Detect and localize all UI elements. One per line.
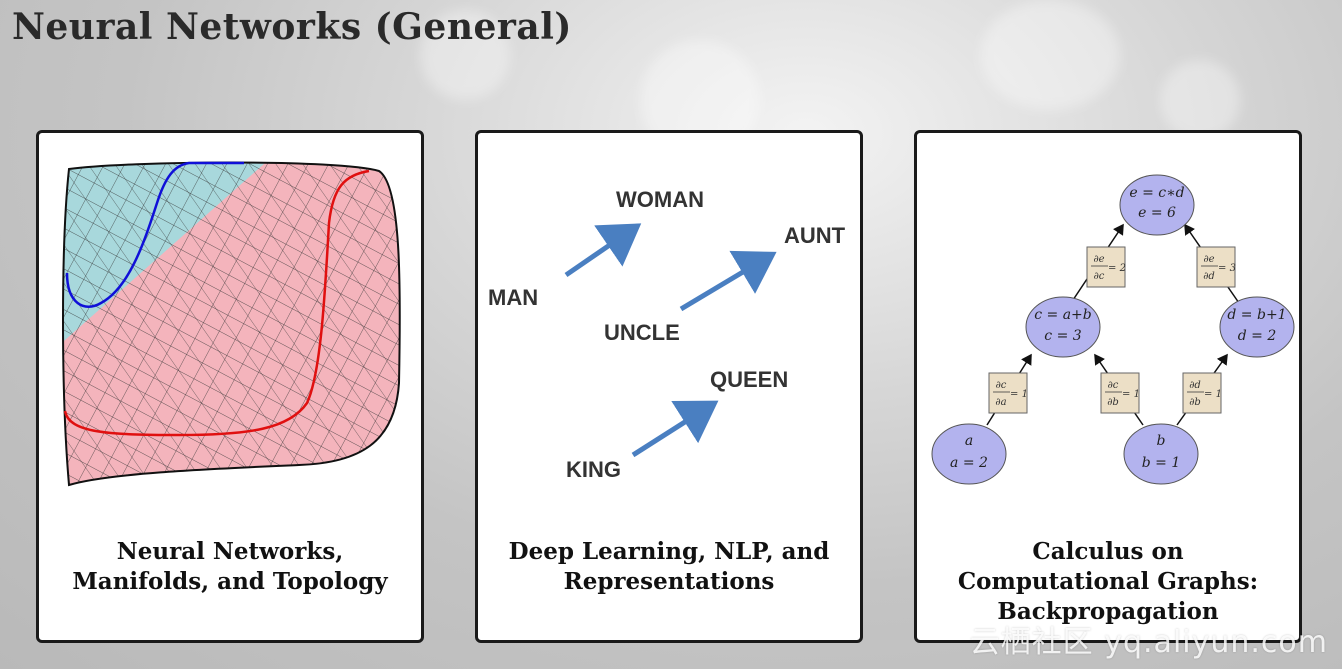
word-embedding-figure [564, 223, 777, 458]
bokeh-light [1160, 60, 1240, 140]
word-queen: QUEEN [710, 367, 789, 392]
card-computational-graph[interactable]: e = c∗d e = 6 c = a+b c = 3 d = b+1 d = … [914, 130, 1302, 643]
slide-title: Neural Networks (General) [12, 6, 572, 48]
node-c-value: c = 3 [1044, 328, 1081, 344]
deriv-c-b: ∂c ∂b = 1 [1100, 372, 1140, 414]
deriv-d-b: ∂d ∂b = 1 [1182, 372, 1222, 414]
caption-line: Manifolds, and Topology [72, 568, 388, 595]
deriv-value: = 3 [1218, 263, 1236, 274]
node-a-value: a = 2 [950, 455, 988, 471]
deriv-value: = 2 [1108, 263, 1126, 274]
caption-line: Computational Graphs: [957, 568, 1259, 595]
word-uncle: UNCLE [604, 320, 680, 345]
caption-line: Backpropagation [997, 598, 1219, 625]
node-e-value: e = 6 [1138, 205, 1176, 221]
node-a: a a = 2 [931, 423, 1007, 485]
card-caption: Neural Networks, Manifolds, and Topology [39, 537, 421, 597]
deriv-den: ∂c [1094, 271, 1105, 282]
node-c-label: c = a+b [1034, 307, 1092, 323]
word-man: MAN [488, 285, 539, 310]
node-d: d = b+1 d = 2 [1219, 296, 1295, 358]
node-b-label: b [1157, 433, 1166, 449]
deriv-den: ∂b [1107, 397, 1119, 408]
deriv-num: ∂c [996, 380, 1007, 391]
word-king: KING [566, 457, 621, 482]
deriv-value: = 1 [1010, 389, 1028, 400]
word-woman: WOMAN [616, 187, 704, 212]
bokeh-light [980, 0, 1120, 110]
deriv-value: = 1 [1122, 389, 1140, 400]
word-aunt: AUNT [784, 223, 846, 248]
deriv-den: ∂a [995, 397, 1006, 408]
computational-graph-figure: e = c∗d e = 6 c = a+b c = 3 d = b+1 d = … [931, 174, 1295, 485]
caption-line: Neural Networks, [116, 538, 344, 565]
manifold-blue-curve [65, 161, 244, 308]
deriv-num: ∂c [1108, 380, 1119, 391]
caption-line: Calculus on [1032, 538, 1184, 565]
node-e: e = c∗d e = 6 [1119, 174, 1195, 236]
manifold-outline [62, 161, 401, 487]
caption-line: Deep Learning, NLP, and [508, 538, 830, 565]
deriv-num: ∂d [1189, 380, 1201, 391]
deriv-e-c: ∂e ∂c = 2 [1086, 246, 1126, 288]
node-d-value: d = 2 [1238, 328, 1277, 344]
node-e-label: e = c∗d [1129, 185, 1184, 201]
deriv-num: ∂e [1203, 254, 1214, 265]
node-d-label: d = b+1 [1227, 307, 1286, 323]
node-a-label: a [965, 433, 973, 449]
deriv-value: = 1 [1204, 389, 1222, 400]
arrow-uncle-aunt [679, 250, 777, 312]
caption-line: Representations [563, 568, 775, 595]
card-caption: Calculus on Computational Graphs: Backpr… [917, 537, 1299, 627]
node-b-value: b = 1 [1142, 455, 1181, 471]
deriv-c-a: ∂c ∂a = 1 [988, 372, 1028, 414]
manifold-figure [62, 161, 401, 487]
node-b: b b = 1 [1123, 423, 1199, 485]
deriv-num: ∂e [1093, 254, 1104, 265]
watermark-logo: 量子位 [1226, 590, 1298, 618]
manifold-red-curve [63, 169, 370, 437]
card-caption: Deep Learning, NLP, and Representations [478, 537, 860, 597]
card-manifolds[interactable]: Neural Networks, Manifolds, and Topology [36, 130, 424, 643]
arrow-man-woman [564, 223, 642, 278]
bokeh-light [420, 10, 510, 100]
deriv-e-d: ∂e ∂d = 3 [1196, 246, 1236, 288]
arrow-king-queen [631, 400, 719, 458]
deriv-den: ∂b [1189, 397, 1201, 408]
card-nlp[interactable]: WOMAN AUNT MAN UNCLE QUEEN KING Deep Lea… [475, 130, 863, 643]
watermark-site: 云栖社区 yq.aliyun.com [969, 625, 1328, 660]
deriv-den: ∂d [1203, 271, 1215, 282]
node-c: c = a+b c = 3 [1025, 296, 1101, 358]
